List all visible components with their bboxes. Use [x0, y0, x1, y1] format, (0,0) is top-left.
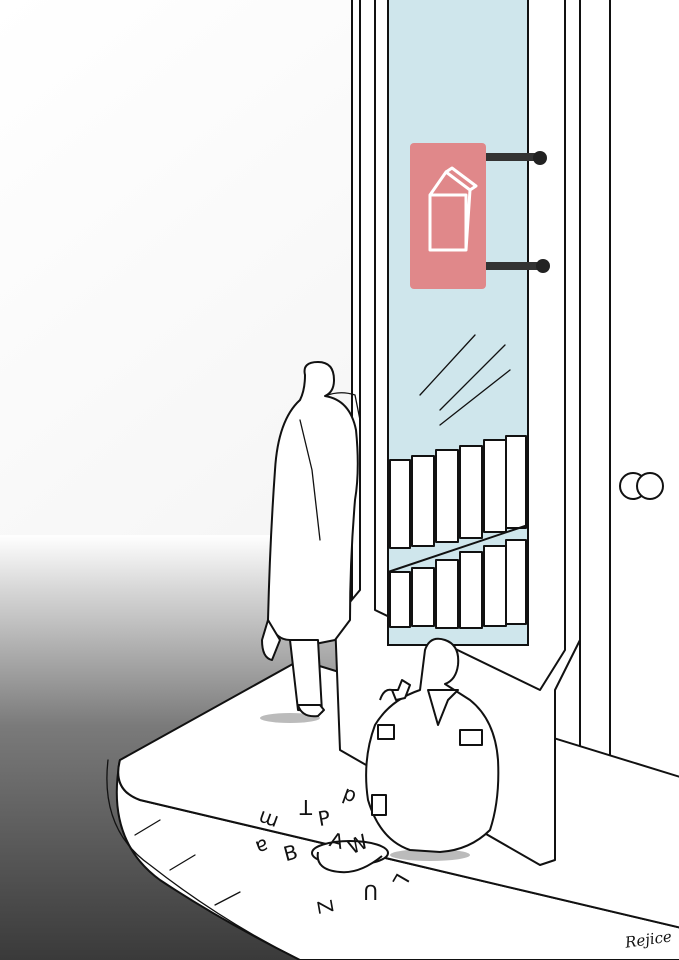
letter-P: P [316, 805, 332, 831]
standing-man [260, 361, 361, 723]
letter-T: T [299, 795, 313, 819]
sign-board [410, 143, 486, 289]
letter-B: B [281, 839, 300, 866]
open-book-icon [428, 166, 478, 252]
letter-U: U [363, 880, 378, 904]
seated-man [311, 637, 500, 874]
door-knob [619, 472, 664, 500]
bookshop-sign [410, 143, 550, 289]
letter-A: A [327, 827, 347, 854]
bookshelf [387, 435, 529, 629]
book-row-top [389, 435, 527, 549]
hat [311, 840, 389, 874]
book-row-bottom [389, 539, 527, 629]
letter-Z: Z [312, 898, 338, 916]
